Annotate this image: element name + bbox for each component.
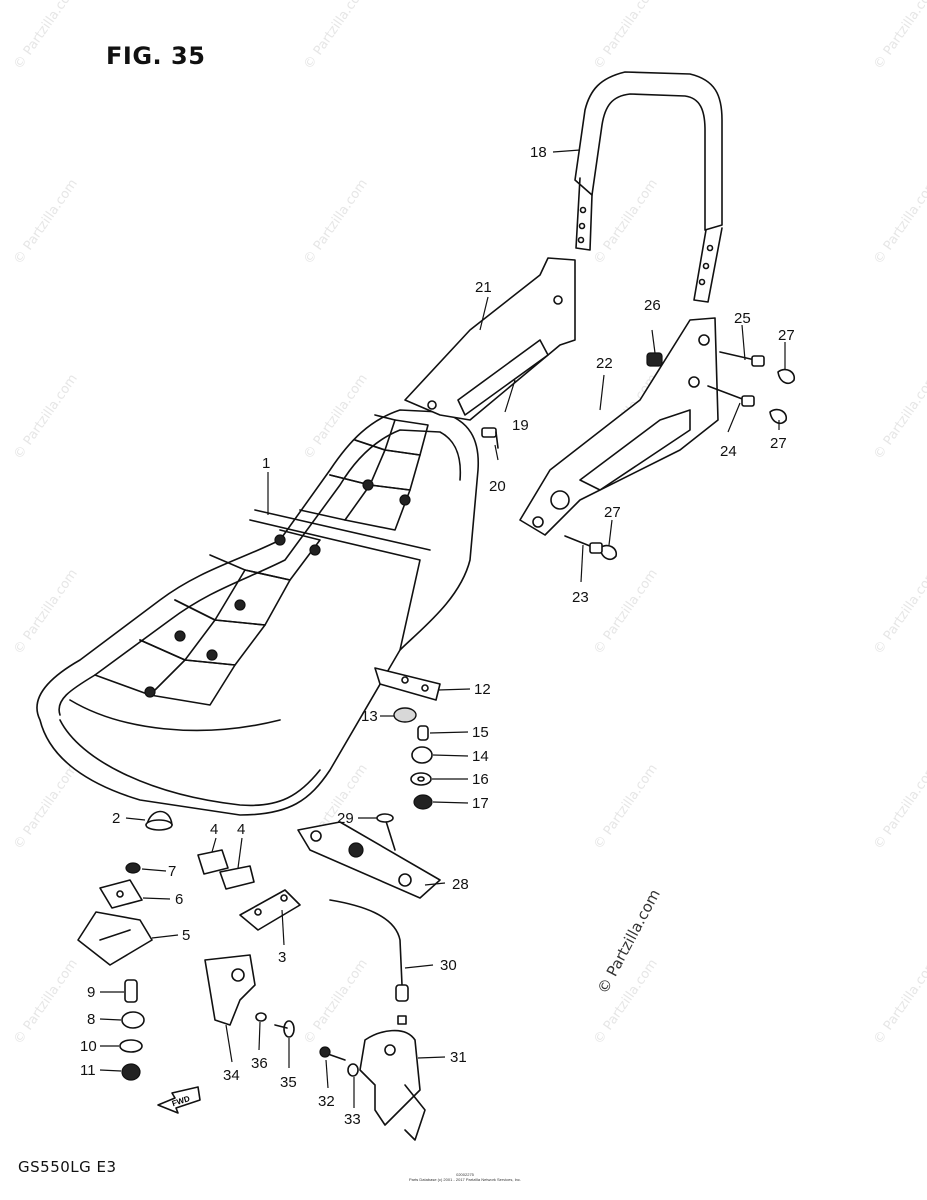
callout-16: 16: [472, 771, 489, 788]
left-grip-drawing: [404, 257, 576, 421]
callout-3: 3: [278, 949, 286, 966]
watermark-tile: © Partzilla.com: [591, 0, 661, 72]
callout-22: 22: [596, 355, 613, 372]
callout-27b: 27: [770, 435, 787, 452]
callout-10: 10: [80, 1038, 97, 1055]
callout-20: 20: [489, 478, 506, 495]
callout-18: 18: [530, 144, 547, 161]
callout-15: 15: [472, 724, 489, 741]
watermark-tile: © Partzilla.com: [591, 762, 661, 853]
callout-21: 21: [475, 279, 492, 296]
watermark-tile: © Partzilla.com: [591, 567, 661, 658]
footer-copyright: Parts Database (c) 2001 - 2017 Partzilla…: [408, 1177, 522, 1182]
leader-lines: [99, 149, 786, 1108]
callout-36: 36: [251, 1055, 268, 1072]
watermark-tile: © Partzilla.com: [11, 177, 81, 268]
callout-2: 2: [112, 810, 120, 827]
watermark-tile: © Partzilla.com: [11, 372, 81, 463]
callout-33: 33: [344, 1111, 361, 1128]
right-grip-drawing: [519, 317, 719, 536]
callout-35: 35: [280, 1074, 297, 1091]
callout-11: 11: [80, 1062, 96, 1079]
callout-17: 17: [472, 795, 489, 812]
watermark-tile: © Partzilla.com: [11, 0, 81, 72]
callout-labels: 1 2 3 4 4 5 6 7 8 9 10 11 12 13 14 15 16…: [80, 144, 795, 1128]
callout-8: 8: [87, 1011, 95, 1028]
callout-29: 29: [337, 810, 354, 827]
watermark-tile: © Partzilla.com: [591, 177, 661, 268]
callout-4a: 4: [210, 821, 218, 838]
callout-4b: 4: [237, 821, 245, 838]
callout-27c: 27: [604, 504, 621, 521]
watermark-tile: © Partzilla.com: [301, 0, 371, 72]
callout-1: 1: [262, 455, 270, 472]
callout-24: 24: [720, 443, 737, 460]
callout-28: 28: [452, 876, 469, 893]
callout-34: 34: [223, 1067, 240, 1084]
callout-13: 13: [361, 708, 378, 725]
callout-30: 30: [440, 957, 457, 974]
callout-6: 6: [175, 891, 183, 908]
watermark-tile: © Partzilla.com: [301, 957, 371, 1048]
watermark-tile: © Partzilla.com: [871, 762, 927, 853]
callout-5: 5: [182, 927, 190, 944]
forward-arrow-icon: [157, 1086, 201, 1114]
hardware-drawings: [77, 351, 796, 1141]
seat-drawing: [36, 409, 480, 816]
watermark-tile: © Partzilla.com: [11, 762, 81, 853]
callout-12: 12: [474, 681, 491, 698]
watermark-tile: © Partzilla.com: [871, 372, 927, 463]
footer-credit: 02002275 Parts Database (c) 2001 - 2017 …: [400, 1172, 530, 1182]
watermark-tile: © Partzilla.com: [871, 177, 927, 268]
watermark-tile: © Partzilla.com: [11, 567, 81, 658]
callout-26: 26: [644, 297, 661, 314]
watermark-tile: © Partzilla.com: [11, 957, 81, 1048]
callout-23: 23: [572, 589, 589, 606]
callout-7: 7: [168, 863, 176, 880]
footer-code: 02002275: [456, 1172, 474, 1177]
watermark-tile: © Partzilla.com: [871, 0, 927, 72]
callout-25: 25: [734, 310, 751, 327]
callout-19: 19: [512, 417, 529, 434]
watermark-tile: © Partzilla.com: [591, 957, 661, 1048]
callout-27a: 27: [778, 327, 795, 344]
callout-32: 32: [318, 1093, 335, 1110]
watermark-tile: © Partzilla.com: [301, 177, 371, 268]
partzilla-watermark: © Partzilla.com: [594, 886, 664, 997]
callout-9: 9: [87, 984, 95, 1001]
watermark-tile: © Partzilla.com: [871, 567, 927, 658]
backrest-frame-drawing: [574, 71, 723, 303]
figure-title: FIG. 35: [106, 42, 206, 70]
callout-31: 31: [450, 1049, 467, 1066]
callout-14: 14: [472, 748, 489, 765]
watermark-tile: © Partzilla.com: [871, 957, 927, 1048]
model-code: GS550LG E3: [18, 1158, 117, 1176]
